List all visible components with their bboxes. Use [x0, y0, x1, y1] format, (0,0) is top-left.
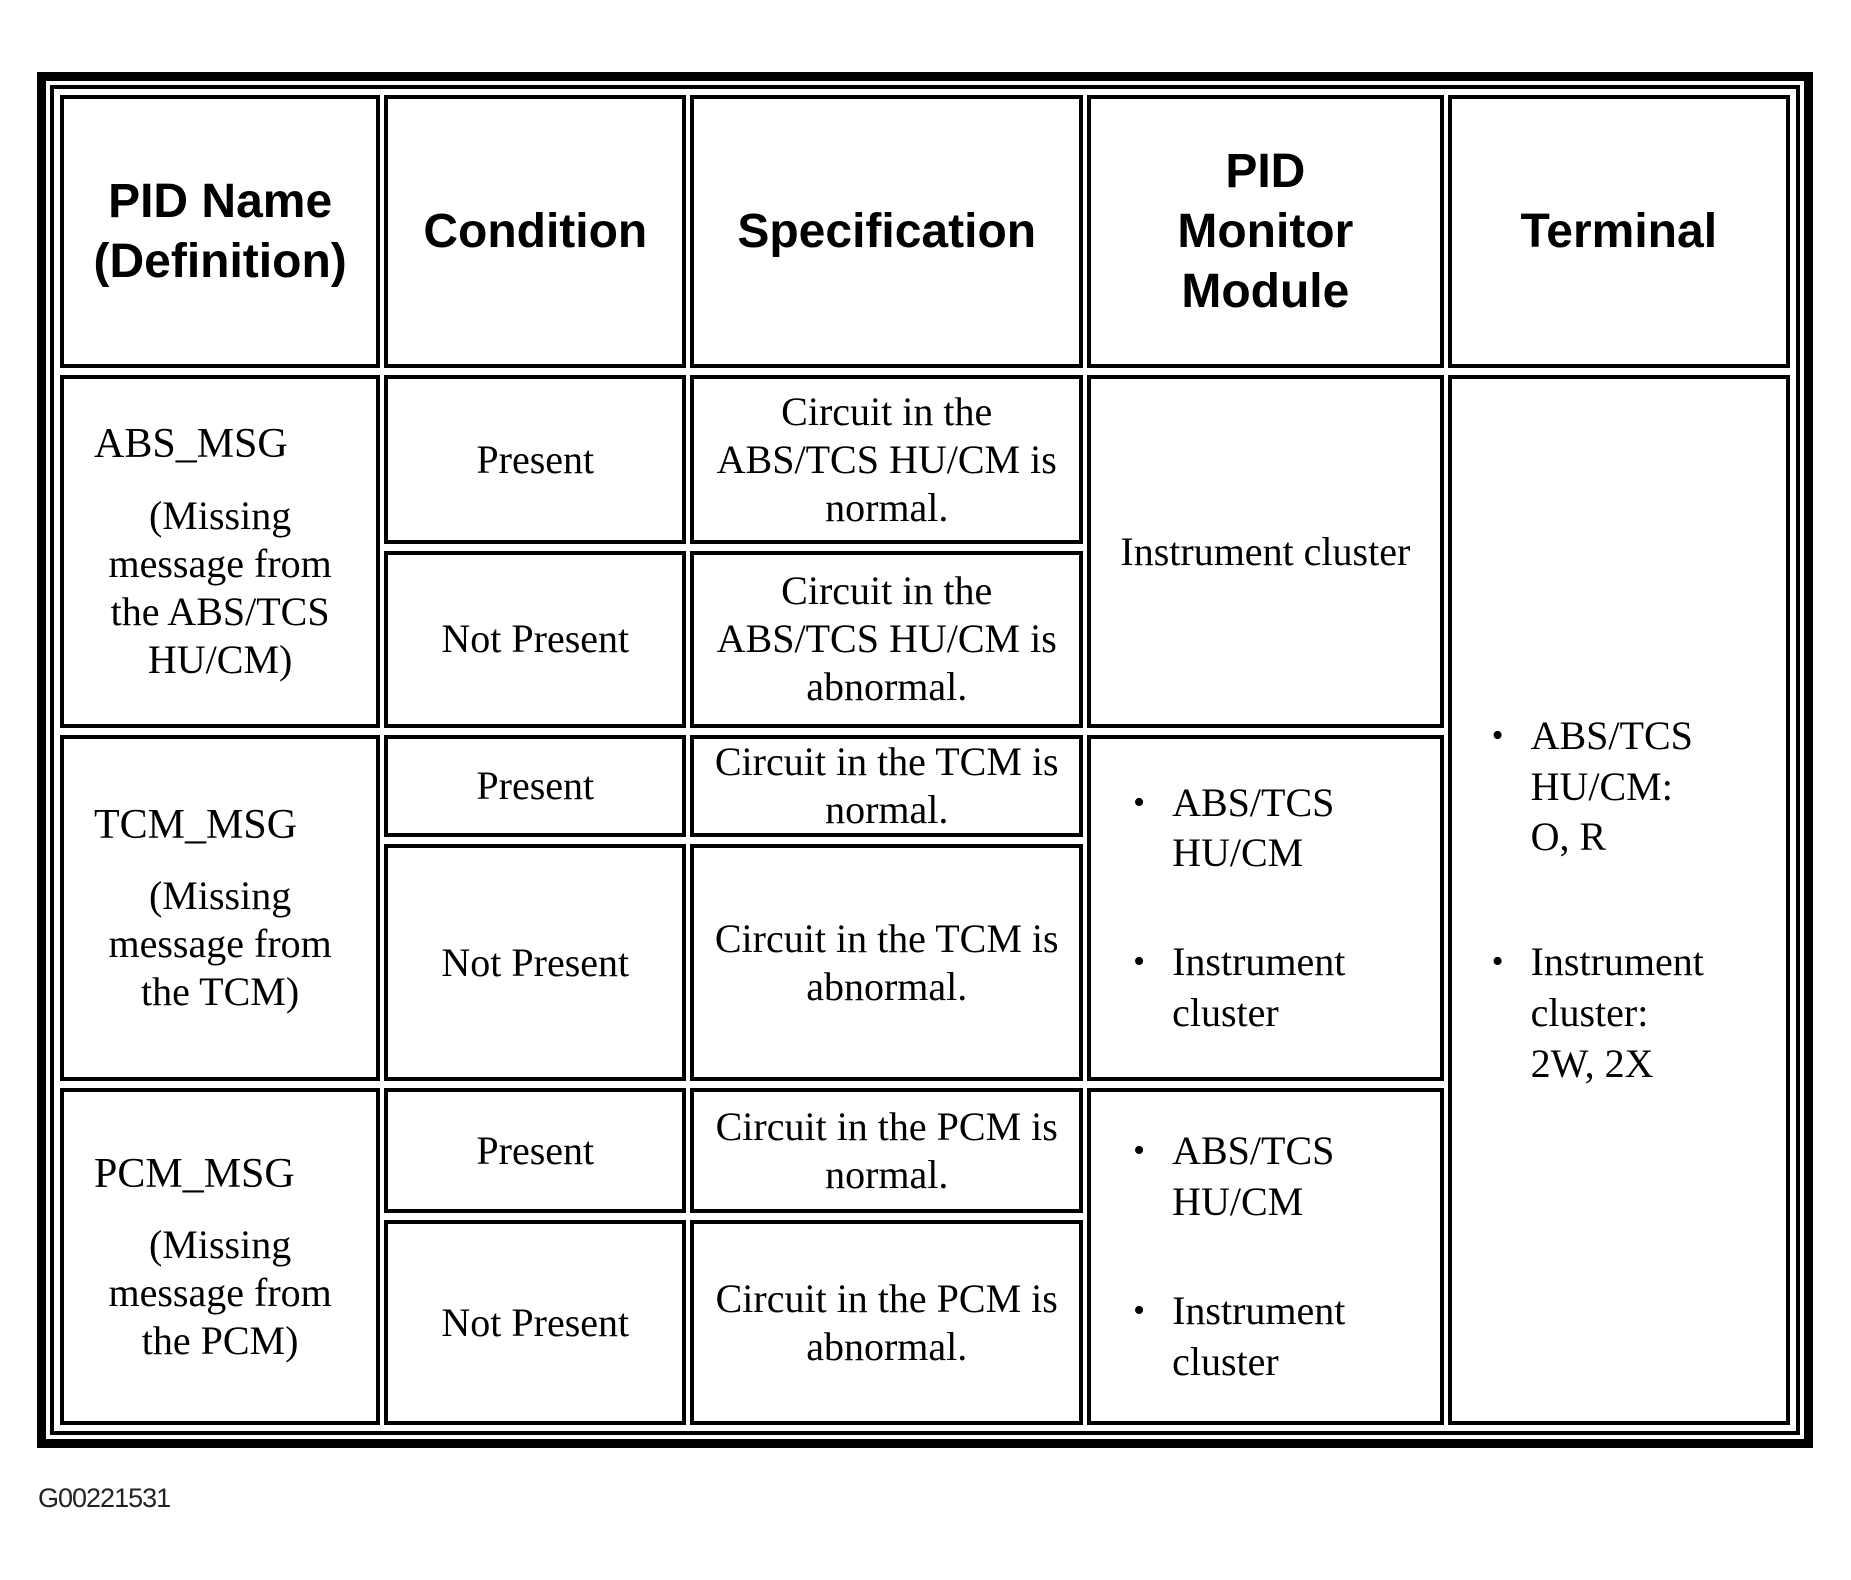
- list-item: • ABS/TCS HU/CM: [1106, 778, 1440, 880]
- list-item: • Instrument cluster: 2W, 2X: [1465, 937, 1786, 1089]
- monitor-module-item: Instrument cluster: [1172, 939, 1346, 1035]
- monitor-module-item: ABS/TCS HU/CM: [1172, 779, 1335, 876]
- bullet-icon: •: [1491, 716, 1504, 754]
- header-specification: Specification: [690, 95, 1084, 369]
- pid-definition-pcm-msg: (Missing message from the PCM): [108, 1221, 332, 1363]
- list-item: • ABS/TCS HU/CM: O, R: [1465, 711, 1786, 863]
- list-item: • ABS/TCS HU/CM: [1106, 1126, 1440, 1228]
- list-item: • Instrument cluster: [1106, 937, 1440, 1039]
- pid-name-cell-pcm-msg: PCM_MSG (Missing message from the PCM): [60, 1088, 381, 1425]
- condition-tcm-present: Present: [384, 734, 687, 838]
- monitor-module-item: Instrument cluster: [1172, 1287, 1346, 1384]
- specification-pcm-present: Circuit in the PCM is normal.: [690, 1088, 1084, 1214]
- monitor-module-abs: Instrument cluster: [1087, 375, 1444, 728]
- pid-name-cell-tcm-msg: TCM_MSG (Missing message from the TCM): [60, 734, 381, 1082]
- terminal-item: ABS/TCS HU/CM: O, R: [1530, 712, 1693, 860]
- pid-name-tcm-msg: TCM_MSG: [94, 801, 298, 848]
- specification-tcm-present: Circuit in the TCM is normal.: [690, 734, 1084, 838]
- specification-tcm-not-present: Circuit in the TCM is abnormal.: [690, 844, 1084, 1082]
- header-condition: Condition: [384, 95, 687, 369]
- monitor-module-tcm: • ABS/TCS HU/CM • Instrument cluster: [1087, 734, 1444, 1082]
- table-inner-frame: PID Name (Definition) Condition Specific…: [50, 85, 1800, 1435]
- terminal-list: • ABS/TCS HU/CM: O, R • Instrument clust…: [1452, 711, 1786, 1090]
- list-item: • Instrument cluster: [1106, 1286, 1440, 1388]
- condition-pcm-not-present: Not Present: [384, 1220, 687, 1425]
- specification-abs-present: Circuit in the ABS/TCS HU/CM is normal.: [690, 375, 1084, 545]
- pid-definition-tcm-msg: (Missing message from the TCM): [108, 873, 332, 1015]
- specification-abs-not-present: Circuit in the ABS/TCS HU/CM is abnormal…: [690, 551, 1084, 728]
- monitor-module-tcm-list: • ABS/TCS HU/CM • Instrument cluster: [1091, 778, 1440, 1039]
- specification-pcm-not-present: Circuit in the PCM is abnormal.: [690, 1220, 1084, 1425]
- condition-tcm-not-present: Not Present: [384, 844, 687, 1082]
- pid-name-cell-abs-msg: ABS_MSG (Missing message from the ABS/TC…: [60, 375, 381, 728]
- condition-abs-present: Present: [384, 375, 687, 545]
- pid-name-abs-msg: ABS_MSG: [94, 421, 288, 468]
- condition-pcm-present: Present: [384, 1088, 687, 1214]
- monitor-module-item: ABS/TCS HU/CM: [1172, 1128, 1335, 1224]
- terminal-item: Instrument cluster: 2W, 2X: [1530, 939, 1704, 1086]
- figure-id: G00221531: [38, 1483, 171, 1513]
- pid-name-pcm-msg: PCM_MSG: [94, 1150, 295, 1197]
- header-pid-monitor-module: PID Monitor Module: [1087, 95, 1444, 369]
- header-pid-name: PID Name (Definition): [60, 95, 381, 369]
- bullet-icon: •: [1133, 943, 1146, 981]
- bullet-icon: •: [1133, 1132, 1146, 1170]
- monitor-module-pcm-list: • ABS/TCS HU/CM • Instrument cluster: [1091, 1126, 1440, 1388]
- pid-definition-abs-msg: (Missing message from the ABS/TCS HU/CM): [108, 492, 332, 682]
- header-terminal: Terminal: [1447, 95, 1790, 369]
- bullet-icon: •: [1491, 943, 1504, 981]
- table-grid: PID Name (Definition) Condition Specific…: [60, 95, 1790, 1425]
- bullet-icon: •: [1133, 783, 1146, 821]
- pid-diagnostic-table: PID Name (Definition) Condition Specific…: [37, 72, 1813, 1448]
- monitor-module-pcm: • ABS/TCS HU/CM • Instrument cluster: [1087, 1088, 1444, 1425]
- condition-abs-not-present: Not Present: [384, 551, 687, 728]
- terminal-cell: • ABS/TCS HU/CM: O, R • Instrument clust…: [1447, 375, 1790, 1425]
- bullet-icon: •: [1133, 1291, 1146, 1329]
